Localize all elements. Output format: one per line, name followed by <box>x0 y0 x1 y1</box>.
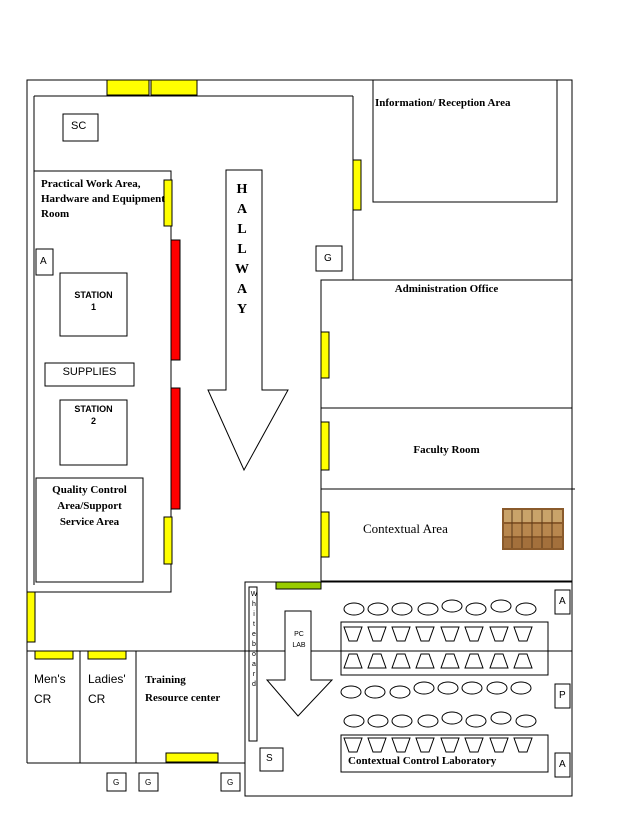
marker-g-bottom-1: G <box>113 778 120 787</box>
administration-office <box>320 279 573 409</box>
station1-box <box>59 272 128 337</box>
pc-lab-arrow <box>265 610 334 717</box>
desk-row-2 <box>340 734 549 773</box>
information-reception-area <box>372 79 558 203</box>
chair-row-2 <box>340 681 532 699</box>
ladies-cr-label: Ladies' CR <box>88 672 126 706</box>
marker-a-lab-top-box <box>554 589 571 615</box>
hallway-arrow <box>207 169 289 472</box>
doors <box>26 79 362 763</box>
supplies-box <box>44 362 135 387</box>
pc-lab-label: PC LAB <box>292 631 306 649</box>
marker-g-bottom-3: G <box>227 778 234 787</box>
whiteboard <box>248 586 258 742</box>
pc-row-3 <box>343 737 533 753</box>
station2-label: STATION 2 <box>74 404 113 426</box>
contextual-area-label: Contextual Area <box>363 521 448 536</box>
practical-work-label: Practical Work Area, Hardware and Equipm… <box>41 178 165 220</box>
bookshelf-image <box>502 508 564 550</box>
supplies-label: SUPPLIES <box>62 366 117 378</box>
marker-a-lab-bottom: A <box>559 759 566 770</box>
marker-p-box <box>554 683 571 709</box>
marker-s: S <box>266 753 273 764</box>
lab-entrance-door <box>275 581 322 590</box>
administration-label: Administration Office <box>394 283 499 295</box>
quality-control-box <box>35 477 144 583</box>
marker-a-left: A <box>40 256 47 267</box>
station2-box <box>59 399 128 466</box>
marker-a-lab-top: A <box>559 596 566 607</box>
faculty-label: Faculty Room <box>413 444 480 456</box>
marker-g-box-bottom-2 <box>138 772 159 792</box>
chair-row-3 <box>343 711 537 728</box>
blocked-doors <box>170 239 181 510</box>
pc-row-1 <box>343 626 533 642</box>
marker-a-left-box <box>35 248 54 276</box>
desk-row-1 <box>340 621 549 676</box>
station1-label: STATION 1 <box>74 290 113 312</box>
marker-g-box-bottom-1 <box>106 772 127 792</box>
marker-s-box <box>259 747 284 772</box>
pc-row-2 <box>343 653 533 669</box>
control-laboratory-room <box>244 581 573 797</box>
marker-g-box-upper <box>315 245 343 272</box>
marker-g-upper: G <box>324 253 332 264</box>
practical-work-room <box>34 170 172 593</box>
marker-g-box-bottom-3 <box>220 772 241 792</box>
marker-p: P <box>559 690 566 701</box>
information-label: Information/ Reception Area <box>375 97 511 109</box>
sc-box <box>62 113 99 142</box>
training-label: Training Resource center <box>145 674 221 704</box>
lab-label: Contextual Control Laboratory <box>348 755 497 767</box>
quality-control-label: Quality Control Area/Support Service Are… <box>52 484 127 528</box>
marker-g-bottom-2: G <box>145 778 152 787</box>
mens-cr-label: Men's CR <box>34 672 66 706</box>
chair-row-1 <box>343 599 537 616</box>
sc-label: SC <box>71 120 87 132</box>
marker-a-lab-bottom-box <box>554 752 571 778</box>
